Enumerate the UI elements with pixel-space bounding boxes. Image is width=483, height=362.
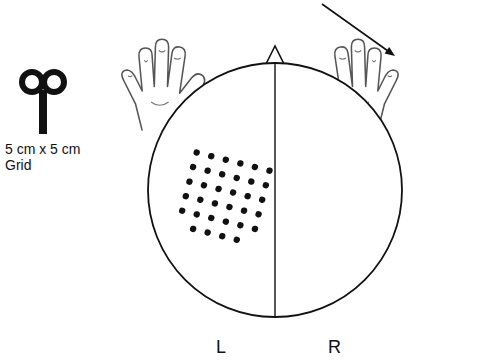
hemisphere-label: L	[216, 337, 226, 358]
tms-coil-icon	[22, 72, 64, 134]
pointer-arrow	[322, 4, 395, 56]
hemisphere-label: R	[328, 337, 341, 358]
midline	[274, 63, 275, 317]
head-outline	[148, 63, 402, 317]
grid-size-label: 5 cm x 5 cm Grid	[5, 141, 93, 173]
stimulation-grid	[175, 149, 274, 248]
nose-marker	[266, 46, 284, 64]
